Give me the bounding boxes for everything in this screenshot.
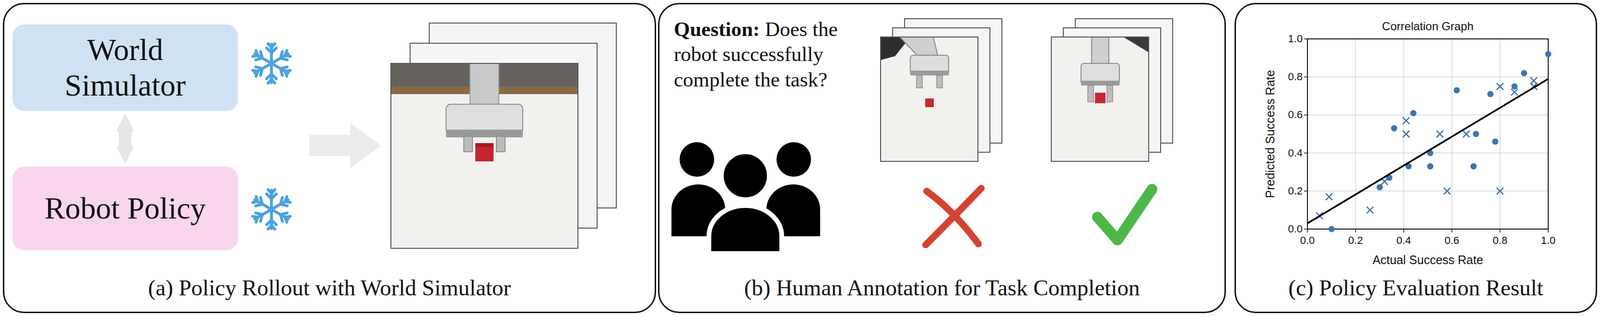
grid-line	[1355, 38, 1357, 229]
tick-mark	[1499, 228, 1501, 233]
data-point	[1487, 90, 1494, 97]
data-point	[1470, 163, 1477, 170]
panel-caption: (c) Policy Evaluation Result	[1288, 274, 1543, 300]
tick-label: 0.8	[1492, 234, 1508, 247]
data-point	[1520, 70, 1528, 77]
data-point	[1328, 225, 1335, 233]
grid-line	[1307, 190, 1549, 192]
box-label: Robot Policy	[44, 190, 206, 226]
panel-caption: (b) Human Annotation for Task Completion	[744, 274, 1141, 300]
tick-label: 0.0	[1300, 234, 1316, 247]
tick-mark	[1403, 228, 1405, 233]
data-point	[1511, 88, 1518, 96]
data-point	[1530, 77, 1538, 84]
check-mark	[1097, 188, 1153, 240]
tick-mark	[1304, 76, 1308, 78]
tick-mark	[1304, 152, 1308, 154]
plot-frame	[1307, 38, 1549, 229]
box-label: World Simulator	[46, 32, 205, 103]
process-box: Robot Policy	[12, 166, 238, 250]
people-icon	[679, 141, 715, 177]
tick-mark	[1547, 228, 1549, 233]
tick-label: 0.8	[1287, 70, 1303, 83]
data-point	[1436, 130, 1444, 138]
data-point	[1496, 82, 1504, 90]
data-point	[1402, 117, 1410, 124]
people-icon	[721, 151, 770, 200]
data-point	[1443, 187, 1451, 195]
box-label: Robot Policy	[44, 190, 206, 225]
data-point	[1402, 130, 1410, 138]
tick-label: 0.4	[1287, 146, 1303, 159]
video-frame	[880, 36, 978, 162]
data-point	[1410, 109, 1417, 117]
grid-line	[1499, 38, 1501, 229]
people-icon	[776, 141, 812, 177]
axis-label: Predicted Success Rate	[1263, 70, 1278, 199]
tick-label: 1.0	[1541, 234, 1556, 247]
question-text: Question:Does the robot successfully com…	[673, 16, 866, 93]
panel-caption: (a) Policy Rollout with World Simulator	[4, 273, 655, 301]
panel: Question:Does the robot successfully com…	[658, 2, 1226, 313]
tick-mark	[1304, 228, 1308, 230]
tick-mark	[1306, 228, 1308, 233]
tick-mark	[1355, 228, 1357, 233]
question-text: Question:	[673, 17, 760, 41]
data-point	[1472, 130, 1480, 138]
tick-mark	[1451, 228, 1453, 233]
scatter-chart	[1304, 38, 1552, 233]
data-point	[1325, 193, 1333, 200]
snowflake-icon	[251, 189, 291, 229]
snowflake-icon	[251, 43, 291, 83]
axis-label: Actual Success Rate	[1372, 252, 1484, 267]
panel-caption: (c) Policy Evaluation Result	[1235, 273, 1596, 301]
cross-mark	[925, 188, 982, 245]
flow-arrow	[309, 122, 381, 169]
tick-label: 0.0	[1287, 222, 1303, 235]
tick-label: 0.6	[1444, 234, 1460, 247]
tick-label: 1.0	[1287, 32, 1303, 45]
tick-label: 0.2	[1348, 234, 1364, 247]
connectors	[125, 131, 126, 146]
box-label: World Simulator	[64, 32, 186, 103]
grid-line	[1307, 76, 1549, 78]
data-point	[1390, 125, 1398, 132]
process-box: World Simulator	[12, 24, 238, 111]
data-point	[1453, 86, 1460, 94]
data-point	[1492, 138, 1499, 145]
grid-line	[1307, 114, 1549, 116]
data-point	[1462, 130, 1470, 138]
panel-caption: (a) Policy Rollout with World Simulator	[148, 274, 511, 300]
tick-label: 0.2	[1287, 184, 1303, 197]
data-point	[1496, 187, 1504, 195]
cross-mark	[925, 188, 982, 245]
data-point	[1511, 83, 1518, 90]
grid-line	[1451, 38, 1453, 229]
video-frame	[390, 63, 578, 248]
data-point	[1376, 183, 1383, 190]
chart-title: Correlation Graph	[1382, 19, 1474, 34]
data-point	[1545, 50, 1552, 58]
tick-label: 0.6	[1287, 108, 1303, 121]
people-icon	[708, 205, 782, 254]
people-icon	[671, 141, 821, 254]
panel: World SimulatorRobot Policy (a) Policy Ro…	[2, 2, 657, 313]
grid-line	[1403, 38, 1405, 229]
tick-mark	[1304, 114, 1308, 116]
video-frame	[390, 63, 578, 248]
tick-mark	[1304, 38, 1308, 40]
video-frame	[880, 36, 978, 162]
tick-label: 0.4	[1396, 234, 1412, 247]
video-frame	[1051, 36, 1149, 162]
data-point	[1366, 206, 1374, 213]
tick-mark	[1304, 190, 1308, 192]
data-point	[1427, 163, 1434, 170]
regression-line	[1307, 78, 1549, 224]
video-frame	[1051, 36, 1149, 162]
bidirectional-arrow	[118, 131, 132, 146]
panel-caption: (b) Human Annotation for Task Completion	[659, 273, 1225, 301]
